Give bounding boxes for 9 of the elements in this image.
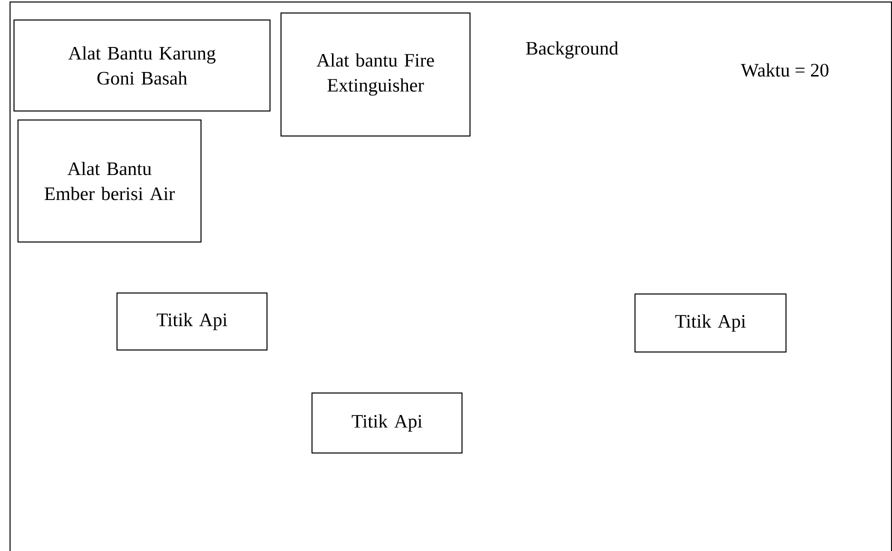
frame: [10, 2, 892, 551]
label-box: Alat Bantu Karung Goni Basah: [14, 20, 270, 112]
label-box: Alat bantu Fire Extinguisher: [280, 12, 470, 136]
frame-text: Waktu = 20: [740, 63, 828, 77]
label-box: Alat Bantu Ember berisi Air: [18, 120, 202, 242]
label-box: Titik Api: [634, 294, 786, 352]
label-box: Titik Api: [312, 392, 462, 454]
label-box: Titik Api: [116, 292, 268, 350]
frame-text: Background: [526, 41, 618, 59]
